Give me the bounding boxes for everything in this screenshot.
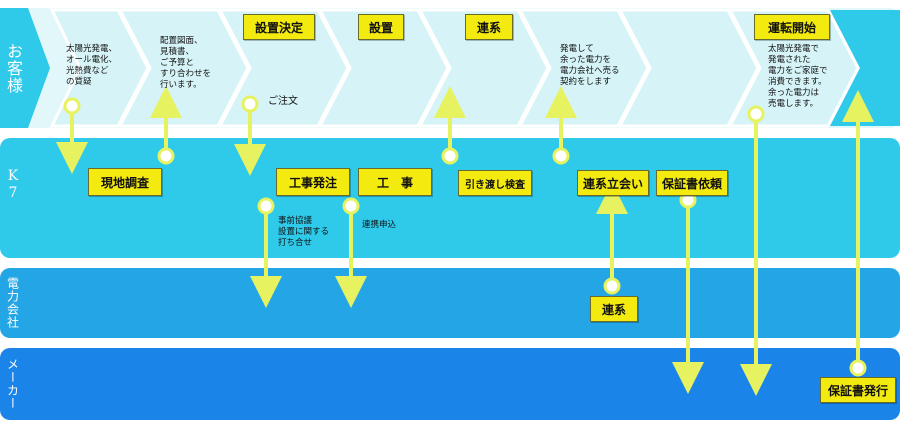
step-warranty-request: 保証書依頼	[656, 170, 728, 196]
stage-install-decision: 設置決定	[243, 14, 315, 40]
note-sale-contract: 発電して余った電力を電力会社へ売る契約をします	[560, 44, 620, 87]
note-link-apply: 連携申込	[362, 220, 397, 230]
note-pre-meeting: 事前協議設置に関する打ち合せ	[278, 216, 330, 248]
chevron-7	[617, 8, 760, 128]
step-handover-inspection: 引き渡し検査	[458, 170, 532, 196]
lane-power-company	[0, 268, 900, 338]
note-operation: 太陽光発電で発電された電力をご家庭で消費できます。余った電力は売電します。	[768, 44, 828, 109]
stage-install: 設置	[358, 14, 404, 40]
stage-start: 運転開始	[754, 14, 830, 40]
chevron-1	[49, 8, 150, 128]
step-grid-witness: 連系立会い	[577, 170, 649, 196]
note-inquiry: 太陽光発電、オール電化、光熱費などの質疑	[66, 44, 118, 87]
step-site-survey: 現地調査	[88, 168, 162, 196]
customer-label-chevron	[0, 8, 50, 128]
step-construction: 工 事	[358, 168, 432, 196]
lane-label-power-company: 電力会社	[5, 277, 20, 329]
lane-label-maker: メーカー	[5, 358, 20, 410]
chevron-4	[317, 8, 450, 128]
lane-label-k7: K7	[5, 168, 21, 202]
note-order: ご注文	[268, 96, 298, 107]
note-estimate: 配置図面、見積書、ご予算とすり合わせを行います。	[160, 36, 212, 90]
lane-label-customer: お客様	[4, 42, 23, 94]
step-warranty-issue: 保証書発行	[820, 377, 896, 403]
step-grid-link-power: 連系	[590, 296, 638, 322]
step-order-construction: 工事発注	[276, 168, 350, 196]
stage-grid-link: 連系	[465, 14, 513, 40]
